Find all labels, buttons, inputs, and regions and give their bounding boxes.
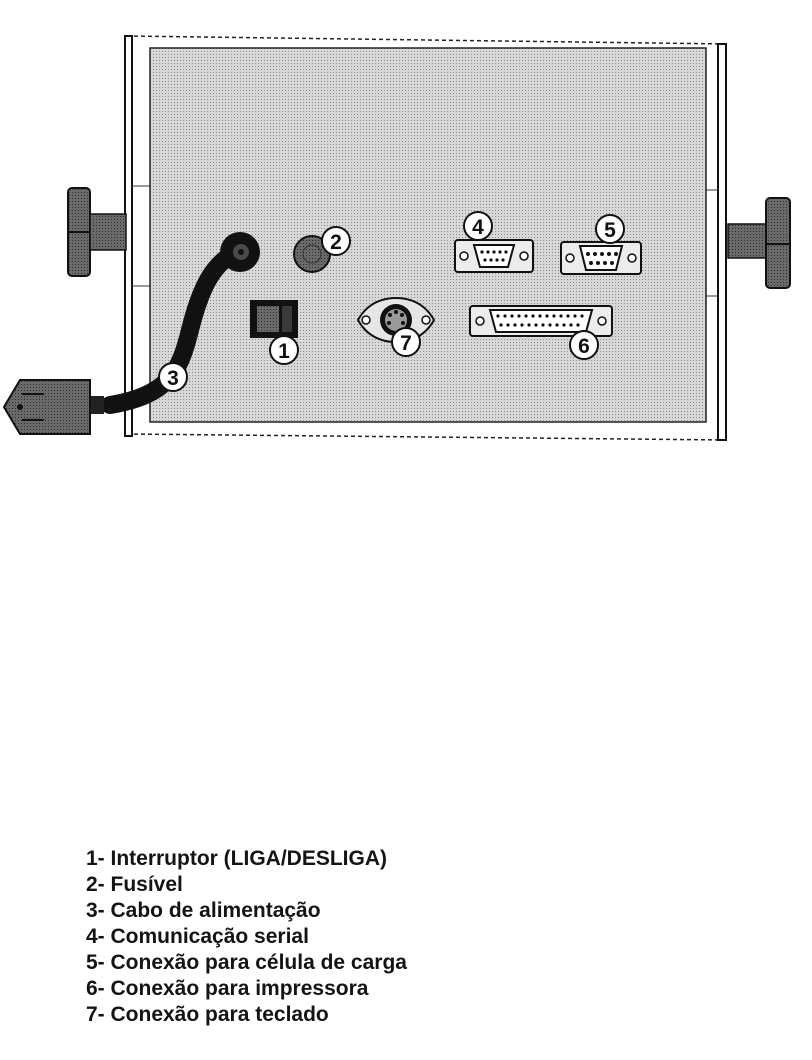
power-cable <box>2 232 260 435</box>
rear-panel-diagram: 1 2 3 4 5 6 7 <box>2 35 791 441</box>
legend-item-keyboard: 7- Conexão para teclado <box>86 1003 329 1026</box>
legend-item-serial: 4- Comunicação serial <box>86 925 309 948</box>
right-mounting-knob <box>727 197 791 289</box>
callout-3: 3 <box>158 362 188 392</box>
callout-4: 4 <box>463 211 493 241</box>
left-mounting-knob <box>67 187 127 277</box>
legend-item-printer: 6- Conexão para impressora <box>86 977 369 1000</box>
serial-db9-connector <box>454 239 534 273</box>
callout-3-number: 3 <box>167 367 179 390</box>
connector-legend: 1- Interruptor (LIGA/DESLIGA) 2- Fusível… <box>86 846 407 1028</box>
callout-7-number: 7 <box>400 332 412 355</box>
callout-1-number: 1 <box>278 340 290 363</box>
callout-6: 6 <box>569 330 599 360</box>
callout-2-number: 2 <box>330 231 342 254</box>
callout-4-number: 4 <box>472 216 484 239</box>
callout-6-number: 6 <box>578 335 590 358</box>
legend-item-fuse: 2- Fusível <box>86 873 183 896</box>
legend-item-power-cable: 3- Cabo de alimentação <box>86 899 321 922</box>
callout-2: 2 <box>321 226 351 256</box>
load-cell-db9-connector <box>560 241 642 275</box>
power-switch <box>250 300 298 338</box>
callout-7: 7 <box>391 327 421 357</box>
callout-5-number: 5 <box>604 219 616 242</box>
legend-item-load-cell: 5- Conexão para célula de carga <box>86 951 407 974</box>
printer-db25-connector <box>469 305 613 337</box>
callout-1: 1 <box>269 335 299 365</box>
housing <box>124 35 728 441</box>
callout-5: 5 <box>595 214 625 244</box>
legend-item-power-switch: 1- Interruptor (LIGA/DESLIGA) <box>86 847 387 870</box>
